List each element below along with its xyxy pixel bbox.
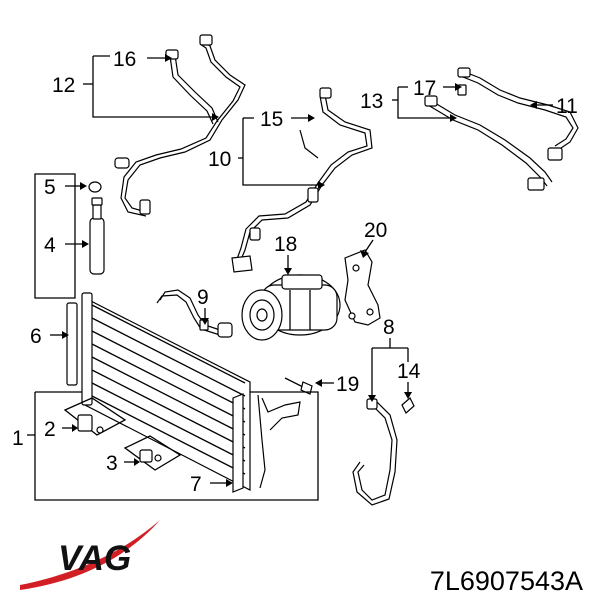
part-2	[63, 397, 127, 436]
callout-7: 7	[190, 473, 202, 496]
callout-17: 17	[413, 77, 436, 100]
callout-14: 14	[397, 360, 421, 383]
callout-lines	[27, 54, 553, 501]
hose-8	[352, 397, 415, 506]
callout-1: 1	[12, 427, 24, 450]
callout-19: 19	[336, 373, 359, 396]
bolt-19	[284, 377, 313, 395]
callout-18: 18	[274, 233, 297, 256]
callout-20: 20	[364, 219, 387, 242]
callout-10: 10	[208, 148, 231, 171]
callout-3: 3	[106, 452, 118, 475]
hose-9	[156, 289, 233, 338]
callout-15: 15	[260, 108, 283, 131]
callout-11: 11	[556, 95, 578, 118]
part-number: 7L6907543A	[430, 566, 583, 596]
callout-labels: 1 2 3 4 5 6 7 8 9 10 11 12 13 14 15 16 1…	[12, 48, 578, 496]
callout-6: 6	[30, 325, 42, 348]
pipe-group-10	[231, 87, 373, 273]
callout-12: 12	[52, 74, 75, 97]
condenser-1	[66, 292, 301, 493]
dryer-4	[88, 181, 105, 275]
part-3	[123, 435, 182, 471]
logo-text: VAG	[58, 539, 131, 578]
callout-2: 2	[44, 418, 56, 441]
pipe-group-12	[114, 34, 246, 217]
callout-16: 16	[113, 48, 136, 71]
logo-swoosh	[20, 520, 160, 590]
compressor-18	[241, 274, 341, 341]
callout-5: 5	[44, 176, 56, 199]
brand-logo: VAG	[20, 520, 160, 590]
pipe-group-11	[424, 67, 579, 191]
callout-8: 8	[383, 316, 395, 339]
callout-13: 13	[360, 90, 383, 113]
bracket-20	[344, 249, 381, 326]
callout-4: 4	[44, 234, 56, 257]
callout-9: 9	[197, 286, 209, 309]
